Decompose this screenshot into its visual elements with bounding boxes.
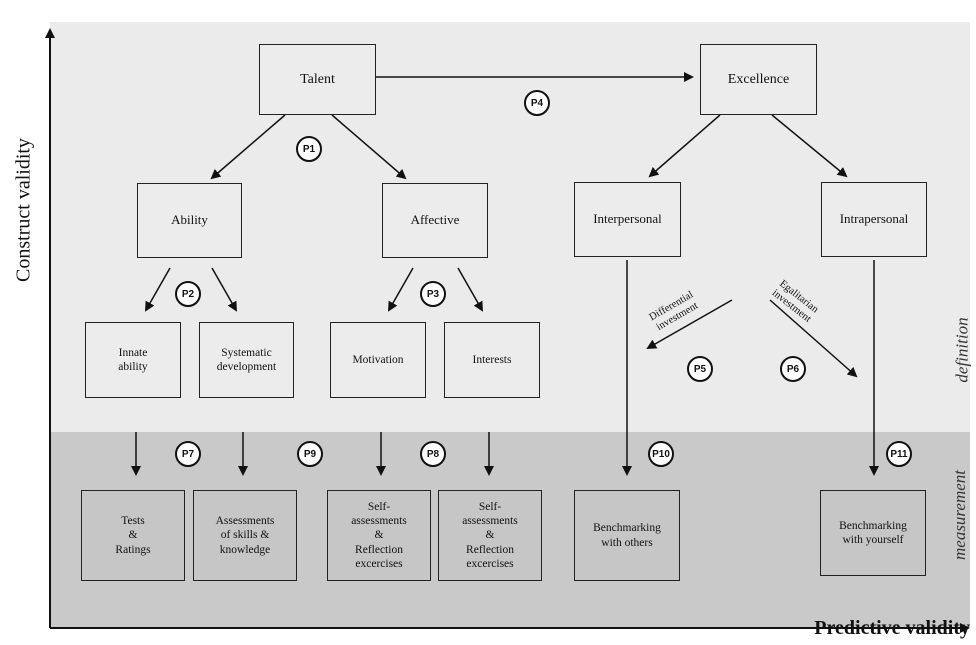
node-motivation: Motivation	[330, 322, 426, 398]
node-intrapersonal: Intrapersonal	[821, 182, 927, 257]
arrow-affective-motivation	[388, 267, 414, 312]
arrow-ability-innate	[145, 267, 171, 312]
node-excellence: Excellence	[700, 44, 817, 115]
node-self-assessments-2: Self- assessments & Reflection excercise…	[438, 490, 542, 581]
arrow-affective-interests	[457, 267, 483, 312]
badge-p6: P6	[780, 356, 806, 382]
badge-p3: P3	[420, 281, 446, 307]
node-innate-ability: Innate ability	[85, 322, 181, 398]
arrow-excellence-intrapersonal	[771, 114, 848, 178]
zone-label-definition: definition	[952, 317, 972, 383]
node-ability: Ability	[137, 183, 242, 258]
node-self-assessments-1: Self- assessments & Reflection excercise…	[327, 490, 431, 581]
arrow-excellence-interpersonal	[648, 114, 721, 178]
arrow-differential-investment	[646, 299, 733, 349]
badge-p1: P1	[296, 136, 322, 162]
node-tests-ratings: Tests & Ratings	[81, 490, 185, 581]
arrow-talent-ability	[210, 114, 286, 180]
badge-p11: P11	[886, 441, 912, 467]
y-axis-label: Construct validity	[12, 138, 35, 282]
node-interpersonal: Interpersonal	[574, 182, 681, 257]
badge-p9: P9	[297, 441, 323, 467]
node-assessments-skills: Assessments of skills & knowledge	[193, 490, 297, 581]
node-systematic-development: Systematic development	[199, 322, 294, 398]
badge-p4: P4	[524, 90, 550, 116]
badge-p10: P10	[648, 441, 674, 467]
node-interests: Interests	[444, 322, 540, 398]
arrow-talent-affective	[331, 114, 407, 180]
node-benchmark-yourself: Benchmarking with yourself	[820, 490, 926, 576]
zone-label-measurement: measurement	[950, 469, 970, 561]
node-benchmark-others: Benchmarking with others	[574, 490, 680, 581]
node-affective: Affective	[382, 183, 488, 258]
x-axis-label: Predictive validity	[814, 617, 970, 639]
badge-p5: P5	[687, 356, 713, 382]
badge-p2: P2	[175, 281, 201, 307]
badge-p8: P8	[420, 441, 446, 467]
node-talent: Talent	[259, 44, 376, 115]
badge-p7: P7	[175, 441, 201, 467]
arrow-egalitarian-investment	[769, 299, 858, 378]
arrow-ability-systematic	[211, 267, 237, 312]
